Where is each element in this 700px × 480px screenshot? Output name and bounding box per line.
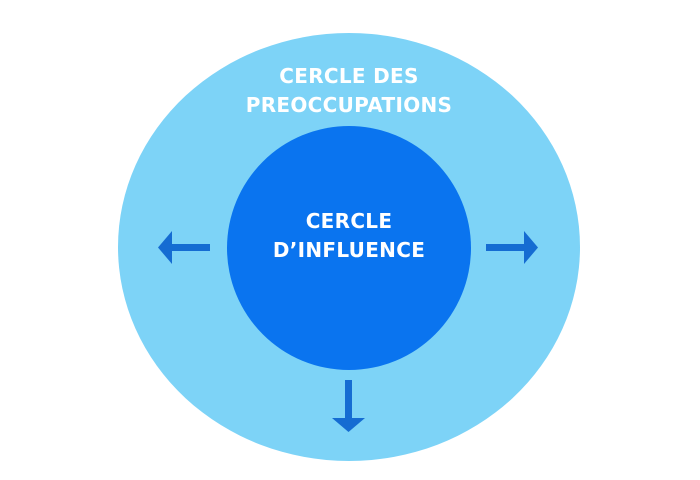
- inner-circle-label: CERCLE D’INFLUENCE: [227, 207, 471, 265]
- outer-circle-label: CERCLE DES PREOCCUPATIONS: [199, 62, 499, 120]
- inner-label-line2: D’INFLUENCE: [272, 238, 426, 262]
- outer-label-line2: PREOCCUPATIONS: [245, 93, 453, 117]
- inner-label-line1: CERCLE: [305, 209, 393, 233]
- outer-label-line1: CERCLE DES: [279, 64, 419, 88]
- arrow-down-icon: [332, 380, 365, 432]
- arrow-right-icon: [486, 231, 538, 264]
- arrow-left-icon: [158, 231, 210, 264]
- inner-circle-influence: [227, 126, 471, 370]
